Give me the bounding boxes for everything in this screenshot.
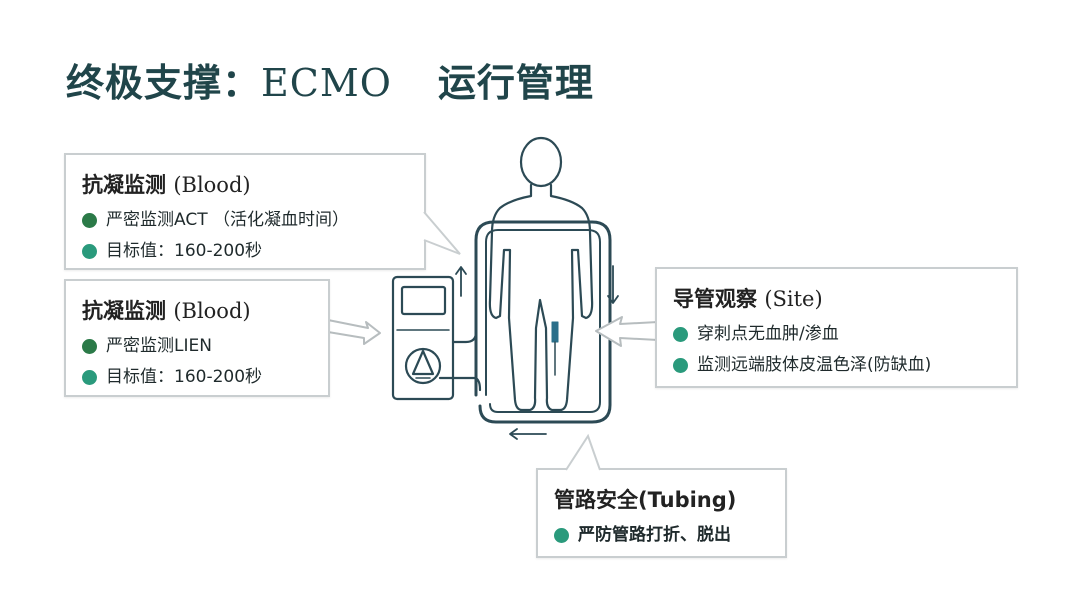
list-item: 监测远端肢体皮温色泽(防缺血) — [673, 350, 1002, 381]
pump-icon — [404, 347, 442, 385]
callout-heading: 抗凝监测 (Blood) — [82, 299, 251, 323]
item-text: 目标值：160-200秒 — [106, 367, 263, 387]
callout-blood-lien: 抗凝监测 (Blood) 严密监测LIEN 目标值：160-200秒 — [64, 279, 330, 397]
list-item: 严密监测LIEN — [82, 331, 314, 362]
callout-tail — [565, 433, 601, 471]
bullet-dot — [82, 213, 97, 228]
list-item: 穿刺点无血肿/渗血 — [673, 319, 1002, 350]
list-item: 严防管路打折、脱出 — [554, 520, 771, 551]
item-text: 严防管路打折、脱出 — [578, 525, 731, 545]
arrow-down-icon — [607, 265, 619, 304]
list-item: 严密监测ACT （活化凝血时间） — [82, 205, 410, 236]
page-title: 终极支撑：ECMO 运行管理 — [66, 52, 594, 107]
callout-heading: 导管观察 (Site) — [673, 287, 823, 311]
list-item: 目标值：160-200秒 — [82, 236, 410, 267]
bullet-dot — [82, 244, 97, 259]
bullet-dot — [673, 327, 688, 342]
catheter-site — [551, 321, 559, 343]
title-main: 终极支撑： — [66, 61, 262, 105]
item-text: 目标值：160-200秒 — [106, 241, 263, 261]
arrow-left-icon — [509, 428, 547, 440]
bullet-dot — [82, 339, 97, 354]
bullet-dot — [554, 528, 569, 543]
title-sub: 运行管理 — [437, 61, 594, 105]
callout-site: 导管观察 (Site) 穿刺点无血肿/渗血 监测远端肢体皮温色泽(防缺血) — [655, 267, 1018, 388]
list-item: 目标值：160-200秒 — [82, 362, 314, 393]
arrow-up-icon — [455, 266, 467, 297]
callout-heading: 管路安全(Tubing) — [554, 488, 737, 512]
ecmo-machine-icon — [391, 275, 455, 401]
title-latin: ECMO — [261, 61, 392, 105]
callout-tubing: 管路安全(Tubing) 严防管路打折、脱出 — [536, 468, 787, 558]
bullet-dot — [82, 370, 97, 385]
pointer-right — [595, 316, 659, 347]
item-text: 穿刺点无血肿/渗血 — [697, 324, 839, 344]
human-body-icon — [488, 136, 594, 412]
bullet-dot — [673, 358, 688, 373]
callout-blood-act: 抗凝监测 (Blood) 严密监测ACT （活化凝血时间） 目标值：160-20… — [64, 153, 426, 270]
callout-heading: 抗凝监测 (Blood) — [82, 173, 251, 197]
item-text: 监测远端肢体皮温色泽(防缺血) — [697, 355, 932, 375]
pointer-mid-left — [327, 319, 381, 345]
item-text: 严密监测ACT （活化凝血时间） — [106, 210, 349, 230]
callout-tail — [423, 211, 461, 255]
item-text: 严密监测LIEN — [106, 336, 212, 356]
